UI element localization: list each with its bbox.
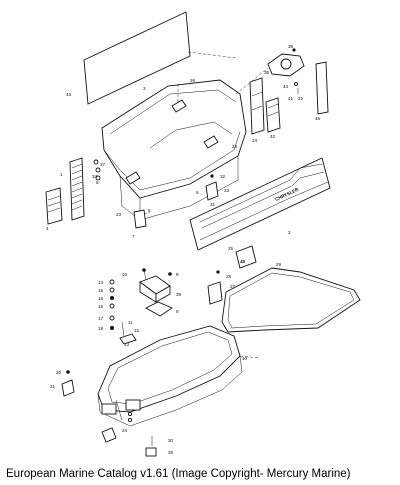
part-gasket <box>145 301 173 317</box>
callout-23b: 23 <box>116 212 122 217</box>
part-decal-24-top <box>249 77 265 135</box>
part-fuel-connector <box>139 275 171 303</box>
callout-18: 18 <box>98 304 104 309</box>
part-decal-4 <box>45 187 63 225</box>
callout-7: 7 <box>132 234 135 239</box>
callout-11: 11 <box>128 320 133 325</box>
part-emblem-plate <box>235 48 305 95</box>
callout-12: 12 <box>134 328 140 333</box>
callout-38: 38 <box>288 44 294 49</box>
part-decal-42 <box>265 97 281 133</box>
part-cowl-seal <box>221 267 361 333</box>
callout-9: 9 <box>176 309 179 314</box>
callout-15: 15 <box>98 288 104 293</box>
callout-20: 20 <box>56 370 62 375</box>
part-latch-bottom <box>101 411 157 457</box>
callout-44: 44 <box>283 84 289 89</box>
callout-37: 37 <box>100 162 106 167</box>
callout-23: 23 <box>232 144 238 149</box>
callout-5: 5 <box>196 190 199 195</box>
callout-10: 10 <box>122 272 128 277</box>
callout-16: 16 <box>98 296 104 301</box>
callout-35: 35 <box>168 450 174 455</box>
callout-13: 13 <box>124 342 130 347</box>
part-chrysler-decal: CHRYSLER <box>189 157 331 251</box>
callout-43: 43 <box>66 92 72 97</box>
callout-24b: 24 <box>122 428 128 433</box>
part-decal-45 <box>315 61 329 115</box>
part-latch <box>133 209 151 229</box>
callout-2: 2 <box>288 230 291 235</box>
callout-28: 28 <box>226 274 232 279</box>
callout-42: 42 <box>270 134 276 139</box>
callout-39: 39 <box>176 292 182 297</box>
part-bottom-cowl <box>97 325 261 427</box>
callout-41: 41 <box>288 96 294 101</box>
callout-21: 21 <box>50 384 56 389</box>
callout-32: 32 <box>220 174 226 179</box>
callout-3: 3 <box>143 86 146 91</box>
callout-17: 17 <box>98 316 104 321</box>
part-hp-decal: 45 <box>235 245 257 269</box>
callout-labels: 43 3 26 38 36 44 41 22 42 24 45 23 1 37 … <box>46 44 321 455</box>
callout-24: 24 <box>252 138 258 143</box>
part-hardware-stack <box>109 279 137 345</box>
callout-8b: 8 <box>96 180 99 185</box>
part-bracket-5 <box>205 174 219 201</box>
callout-40: 40 <box>242 356 248 361</box>
part-clip-21 <box>61 370 75 397</box>
part-decal-panel-43 <box>83 11 237 105</box>
decal-model-text: 45 <box>240 259 246 264</box>
callout-8: 8 <box>176 272 179 277</box>
callout-14: 14 <box>98 280 104 285</box>
callout-1: 1 <box>60 172 63 177</box>
callout-25: 25 <box>228 246 234 251</box>
callout-30: 30 <box>168 438 174 443</box>
callout-31: 31 <box>210 202 216 207</box>
callout-33: 33 <box>224 188 230 193</box>
callout-26: 26 <box>190 78 196 83</box>
callout-45: 45 <box>315 116 321 121</box>
callout-4: 4 <box>46 226 49 231</box>
callout-19: 19 <box>98 326 104 331</box>
part-top-cowl <box>101 79 247 221</box>
callout-27: 27 <box>230 284 236 289</box>
callout-36: 36 <box>264 70 270 75</box>
image-caption: European Marine Catalog v1.61 (Image Cop… <box>6 468 351 480</box>
callout-29: 29 <box>276 262 282 267</box>
part-bracket-27 <box>207 270 223 305</box>
callout-22: 22 <box>298 96 304 101</box>
exploded-parts-diagram: CHRYSLER 45 <box>45 11 361 457</box>
callout-6: 6 <box>148 208 151 213</box>
part-screws-top <box>142 268 172 281</box>
callout-34: 34 <box>92 174 98 179</box>
part-side-grille <box>69 157 101 221</box>
